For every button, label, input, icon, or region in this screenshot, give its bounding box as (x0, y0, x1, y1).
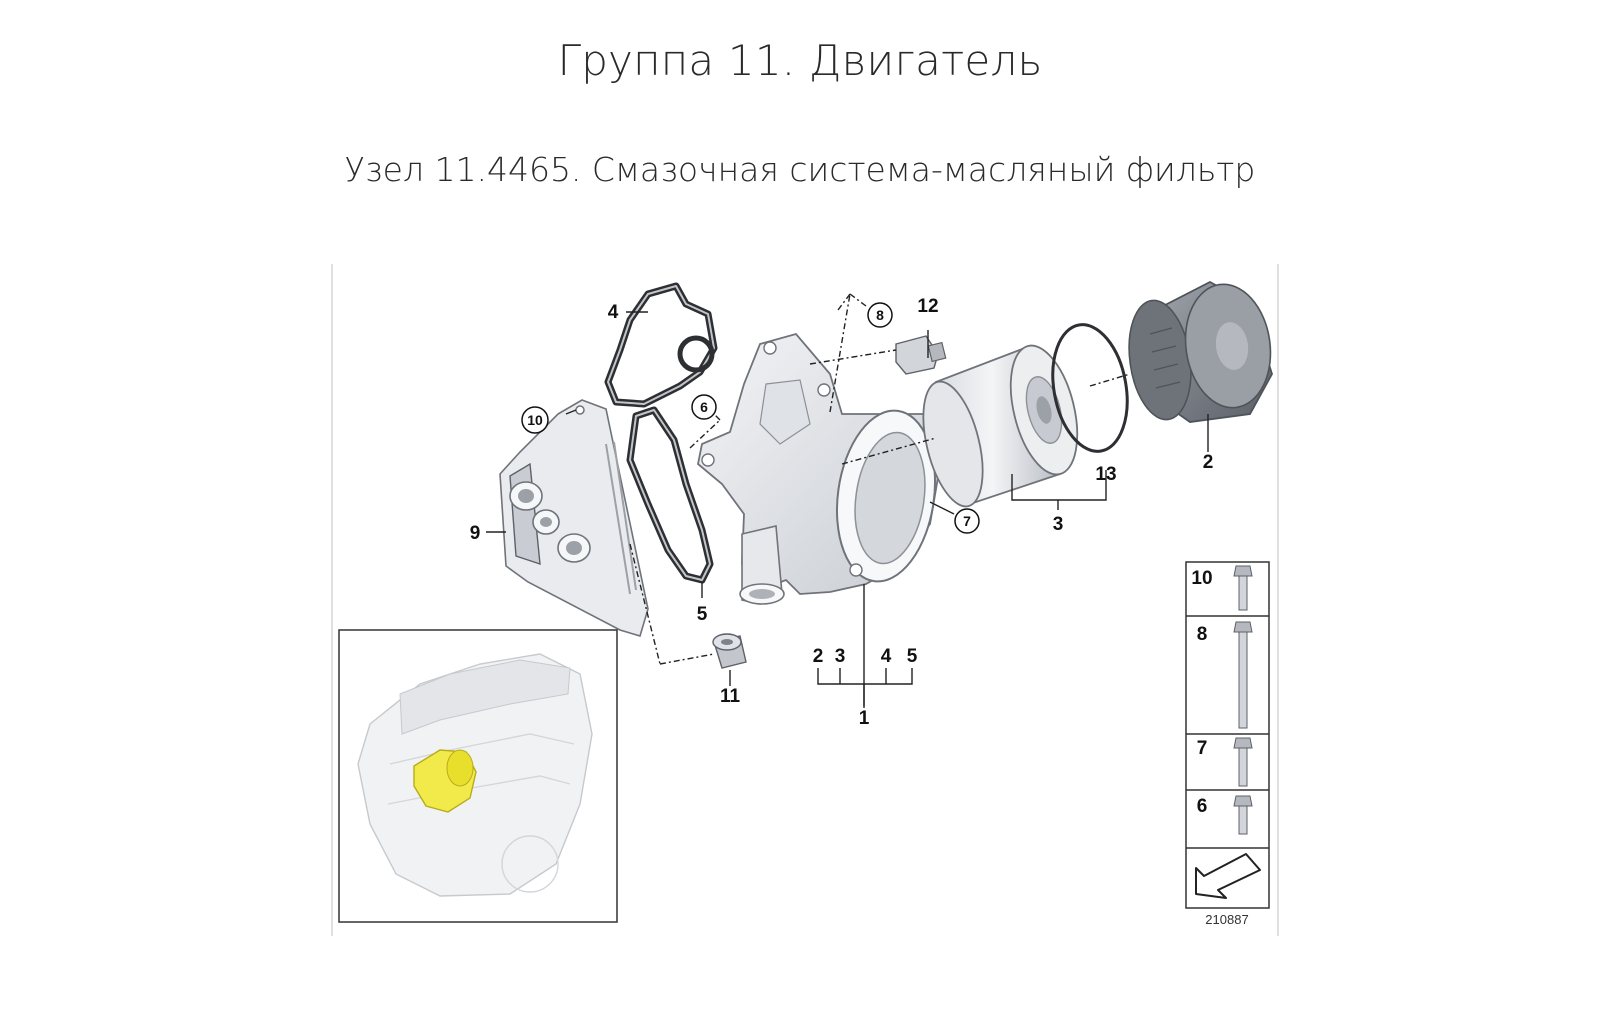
bushing (712, 633, 747, 669)
callout-1: 1 (859, 708, 870, 729)
callout-8: 8 (876, 307, 884, 323)
group-ref-4: 4 (881, 646, 892, 667)
bolt-10-icon (1233, 565, 1253, 611)
callout-12: 12 (917, 296, 938, 317)
parts-diagram: 4 9 5 12 2 13 3 11 1 2 3 4 5 8 6 7 10 (330, 264, 1280, 936)
oil-pressure-sensor (895, 335, 947, 375)
bolt-6-icon (1233, 795, 1253, 835)
hardware-table: 10 8 7 6 (1185, 561, 1270, 909)
callout-circle-7: 7 (954, 508, 980, 534)
assembly-title: Узел 11.4465. Смазочная система-масляный… (344, 150, 1256, 189)
hardware-row-10: 10 (1191, 568, 1212, 589)
group-title: Группа 11. Двигатель (557, 36, 1043, 85)
gasket-lower (626, 406, 714, 584)
callout-circle-6: 6 (691, 394, 717, 420)
group-ref-2: 2 (813, 646, 824, 667)
oil-filter-housing (697, 332, 943, 605)
bolt-8-icon (1233, 621, 1253, 729)
callout-2: 2 (1203, 452, 1214, 473)
callout-7: 7 (963, 513, 971, 529)
leader-lines (486, 311, 1209, 708)
oil-cooler-plate (499, 399, 649, 637)
o-ring (1051, 323, 1129, 453)
callout-5: 5 (697, 604, 708, 625)
engine-locator-inset (338, 629, 618, 923)
callout-10: 10 (527, 412, 543, 428)
callout-11: 11 (720, 686, 741, 707)
callout-circle-10: 10 (521, 406, 549, 434)
group-ref-3: 3 (835, 646, 846, 667)
drawing-number: 210887 (1205, 912, 1248, 927)
gasket-upper (604, 282, 718, 408)
callout-13: 13 (1095, 464, 1116, 485)
hardware-row-8: 8 (1197, 624, 1208, 645)
dashed-axis-lines (629, 293, 1131, 665)
filter-cap (1128, 280, 1273, 423)
callout-1-group: 2 3 4 5 (813, 646, 918, 667)
bolt-7-icon (1233, 737, 1253, 787)
callout-9: 9 (470, 523, 481, 544)
hardware-row-7: 7 (1197, 738, 1208, 759)
callout-6: 6 (700, 399, 708, 415)
oil-filter-element (922, 344, 1079, 508)
callout-4: 4 (608, 302, 619, 323)
callout-circle-8: 8 (867, 302, 893, 328)
group-ref-5: 5 (907, 646, 918, 667)
callout-3: 3 (1053, 514, 1064, 535)
hardware-row-6: 6 (1197, 796, 1208, 817)
view-direction-arrow-icon (1195, 853, 1261, 899)
